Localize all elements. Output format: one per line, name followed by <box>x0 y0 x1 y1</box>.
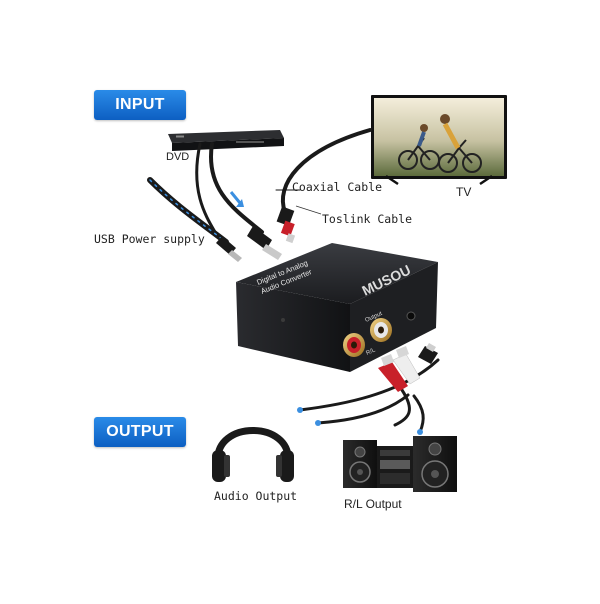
wire-end-icon <box>297 407 303 413</box>
tv-icon <box>371 95 507 186</box>
rca-plugs-icon <box>378 346 421 392</box>
headphone-jack-icon <box>406 311 416 321</box>
wire-end-icon <box>417 429 423 435</box>
output-badge: OUTPUT <box>94 417 186 447</box>
aux-plug-icon <box>418 343 438 364</box>
tv-label: TV <box>456 185 472 199</box>
coaxial-plug-icon <box>247 226 282 260</box>
toslink-plug-icon <box>276 206 296 244</box>
rca-jack-red-icon <box>343 333 365 357</box>
input-badge: INPUT <box>94 90 186 120</box>
converter-box: Digital to Analog Audio Converter MUSOU … <box>236 243 438 372</box>
usb-power-supply-label: USB Power supply <box>94 232 205 246</box>
usb-plug-icon <box>216 236 242 262</box>
audio-output-label: Audio Output <box>214 489 298 503</box>
rl-port-label: R/L <box>365 347 377 357</box>
rl-output-label: R/L Output <box>344 497 402 511</box>
toslink-cable-label: Toslink Cable <box>322 212 413 226</box>
flow-arrow-icon <box>229 191 242 204</box>
wire-end-icon <box>315 420 321 426</box>
headphones-icon <box>212 427 294 482</box>
speakers-icon <box>343 436 457 492</box>
cables <box>147 128 440 434</box>
dvd-label: DVD <box>166 151 190 163</box>
rca-jack-white-icon <box>370 318 392 342</box>
coaxial-cable-label: Coaxial Cable <box>292 180 383 194</box>
dvd-player-icon <box>168 130 284 151</box>
